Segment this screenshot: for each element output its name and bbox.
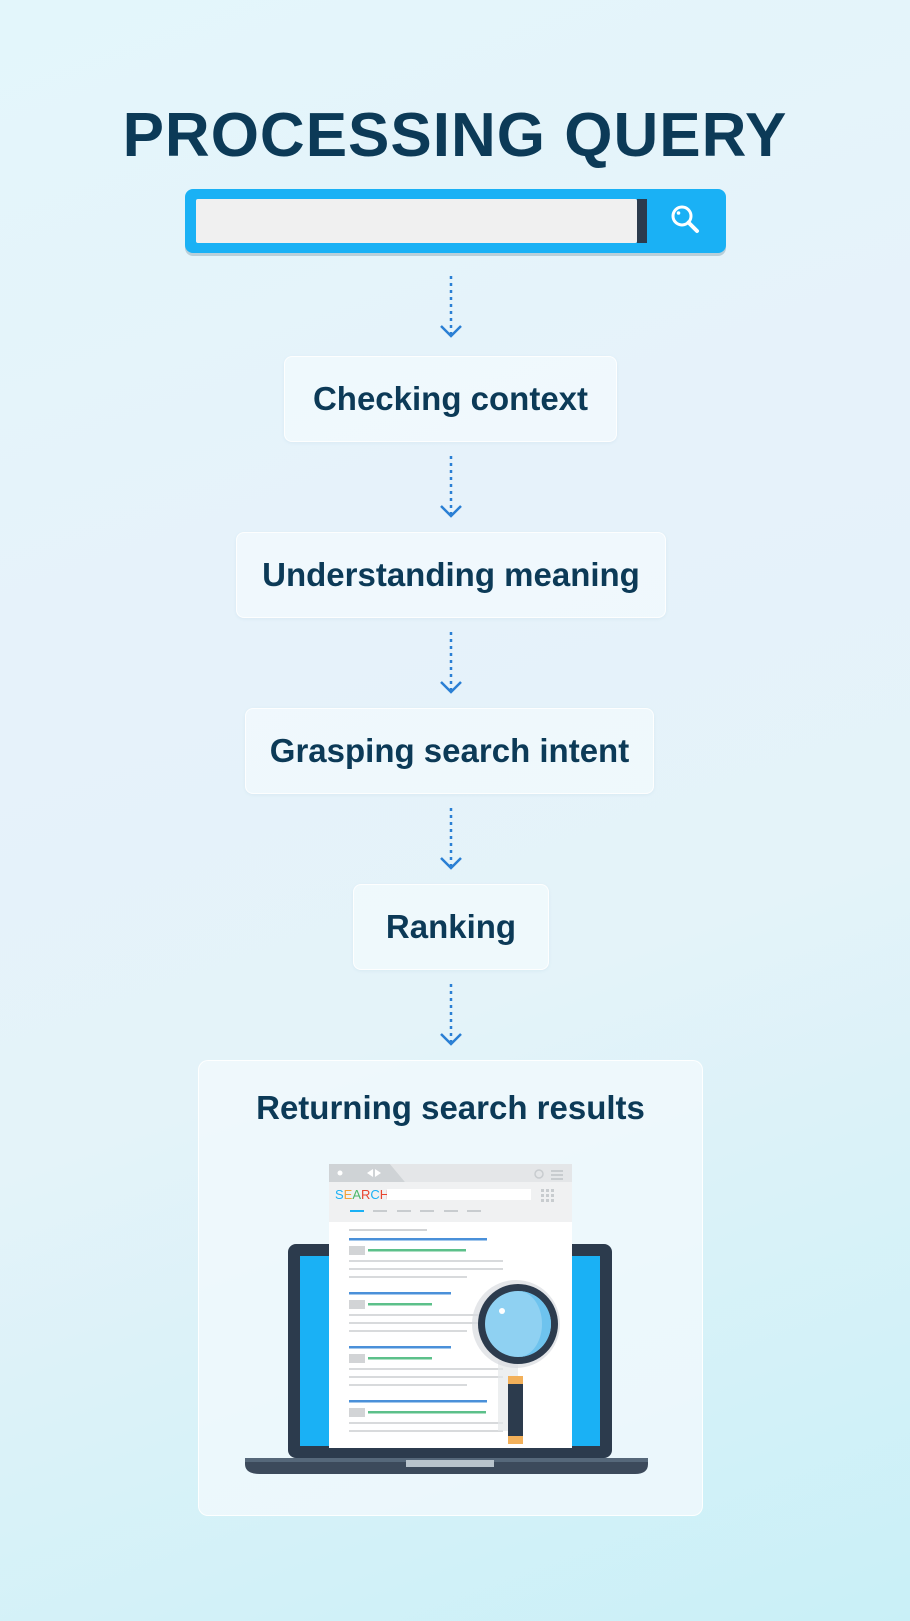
step-checking-context: Checking context <box>284 356 617 442</box>
step-label: Checking context <box>312 380 589 417</box>
step-label: Ranking <box>385 908 517 945</box>
step-label: Grasping search intent <box>269 732 630 769</box>
step-grasping-search-intent: Grasping search intent <box>245 708 654 794</box>
down-arrow-icon <box>440 456 462 518</box>
result-item <box>349 1292 503 1332</box>
magnifier-icon <box>472 1280 560 1444</box>
down-arrow-icon <box>440 808 462 870</box>
browser-logo: SEARCH <box>335 1187 389 1202</box>
back-icon <box>367 1169 373 1177</box>
step-ranking: Ranking <box>353 884 549 970</box>
step-label: Understanding meaning <box>262 556 640 593</box>
down-arrow-icon <box>440 632 462 694</box>
result-item <box>349 1400 503 1432</box>
menu-icon <box>551 1170 563 1172</box>
search-bar <box>185 189 726 253</box>
result-item <box>349 1238 503 1278</box>
forward-icon <box>375 1169 381 1177</box>
browser-search-field <box>387 1189 531 1200</box>
search-icon <box>671 205 699 233</box>
settings-icon <box>534 1169 544 1179</box>
laptop-hinge <box>406 1460 494 1467</box>
step-understanding-meaning: Understanding meaning <box>236 532 666 618</box>
search-input[interactable] <box>196 199 637 243</box>
search-button[interactable] <box>651 195 721 247</box>
final-step-title: Returning search results <box>256 1089 645 1126</box>
page-title: PROCESSING QUERY <box>122 101 788 170</box>
down-arrow-icon <box>440 984 462 1046</box>
search-results-illustration: SEARCH <box>245 1164 648 1474</box>
result-item <box>349 1346 503 1386</box>
down-arrow-icon <box>440 276 462 338</box>
search-input-edge <box>637 199 647 243</box>
apps-grid-icon <box>541 1189 554 1202</box>
